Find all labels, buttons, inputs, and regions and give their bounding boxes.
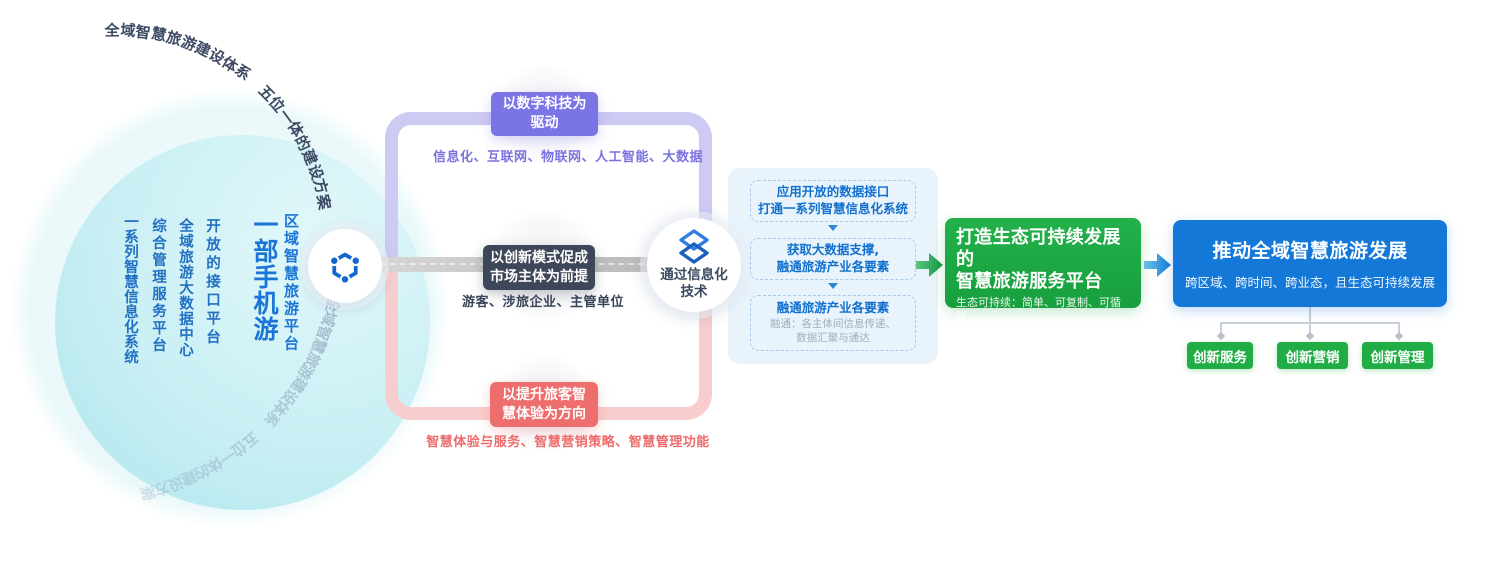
step-line: 融通旅游产业各要素 <box>776 259 890 274</box>
caption-market-entities: 游客、涉旅企业、主管单位 <box>461 295 624 310</box>
tech-label-line: 技术 <box>680 284 708 300</box>
node-line: 以提升旅客智 <box>502 386 586 403</box>
green-title-line: 智慧旅游服务平台 <box>956 270 1103 292</box>
flow-arrow-blue-icon <box>1144 253 1171 277</box>
down-arrow-icon <box>828 225 838 231</box>
blue-box-subtitle: 跨区域、跨时间、跨业态，且生态可持续发展 <box>1184 275 1435 290</box>
node-line: 市场主体为前提 <box>490 268 588 285</box>
connector-line <box>1309 322 1311 335</box>
green-title-line: 打造生态可持续发展的 <box>956 227 1121 270</box>
tech-label-line: 通过信息化 <box>660 267 728 284</box>
node-line: 以数字科技为 <box>502 96 587 113</box>
green-note-line: 可积累发展 <box>956 324 1011 338</box>
vertical-label-regional-platform: 区域智慧旅游平台 <box>282 213 300 353</box>
step-line: 获取大数据支撑, <box>786 242 880 258</box>
inner-gradient-circle <box>55 135 430 510</box>
node-line: 以创新模式促成 <box>490 249 588 266</box>
step-line: 融通旅游产业各要素 <box>776 300 890 316</box>
hub-circle <box>308 229 382 303</box>
step-note: 数据汇聚与通达 <box>796 332 870 345</box>
connector-diamond-icon <box>1305 331 1315 341</box>
green-box-note: 生态可持续：简单、可复制、可循环、 可积累发展 <box>956 296 1130 339</box>
node-visitor-experience: 以提升旅客智 慧体验为方向 <box>490 382 598 427</box>
connector-line <box>1220 322 1222 335</box>
vertical-label-one-phone-tour: 一部手机游 <box>250 212 279 342</box>
node-digital-technology: 以数字科技为 驱动 <box>491 92 598 136</box>
connector-diamond-icon <box>1216 331 1226 341</box>
button-innovative-management[interactable]: 创新管理 <box>1362 342 1433 369</box>
caption-smart-functions: 智慧体验与服务、智慧营销策略、智慧管理功能 <box>426 435 710 450</box>
connector-line <box>1398 322 1400 335</box>
node-innovation-mode: 以创新模式促成 市场主体为前提 <box>483 245 595 290</box>
step-note: 融通：各主体间信息传递、 <box>770 318 896 331</box>
process-step-big-data-support: 获取大数据支撑, 融通旅游产业各要素 <box>750 238 916 280</box>
down-arrow-icon <box>828 283 838 289</box>
process-step-integrate-industry: 融通旅游产业各要素 融通：各主体间信息传递、 数据汇聚与通达 <box>750 295 916 351</box>
step-line: 打通一系列智慧信息化系统 <box>757 201 908 216</box>
hexagon-network-icon <box>328 252 362 285</box>
node-line: 慧体验为方向 <box>502 405 586 422</box>
vertical-label-management-service: 综合管理服务平台 <box>150 218 166 354</box>
process-step-open-data-interface: 应用开放的数据接口 打通一系列智慧信息化系统 <box>750 180 916 222</box>
tech-circle: 通过信息化 技术 <box>647 218 741 312</box>
green-box-title: 打造生态可持续发展的 智慧旅游服务平台 <box>956 227 1130 293</box>
vertical-label-open-interface: 开放的接口平台 <box>204 218 220 348</box>
blue-box-title: 推动全域智慧旅游发展 <box>1212 240 1408 262</box>
process-panel: 应用开放的数据接口 打通一系列智慧信息化系统 获取大数据支撑, 融通旅游产业各要… <box>728 168 938 364</box>
button-innovative-service[interactable]: 创新服务 <box>1187 342 1253 369</box>
green-note-line: 生态可持续：简单、可复制、可循环、 <box>956 295 1121 324</box>
node-line: 驱动 <box>530 115 559 131</box>
flow-arrow-green-icon <box>916 253 943 277</box>
step-line: 应用开放的数据接口 <box>776 184 890 200</box>
button-innovative-marketing[interactable]: 创新营销 <box>1277 342 1348 369</box>
tech-circle-label: 通过信息化 技术 <box>660 267 728 301</box>
diamond-logo-icon <box>679 229 709 264</box>
blue-outcome-box: 推动全域智慧旅游发展 跨区域、跨时间、跨业态，且生态可持续发展 <box>1173 220 1447 307</box>
connector-diamond-icon <box>1394 331 1404 341</box>
caption-digital-technology: 信息化、互联网、物联网、人工智能、大数据 <box>432 150 703 165</box>
green-outcome-box: 打造生态可持续发展的 智慧旅游服务平台 生态可持续：简单、可复制、可循环、 可积… <box>945 218 1141 337</box>
connector-line <box>1309 307 1311 322</box>
vertical-label-big-data-center: 全域旅游大数据中心 <box>177 218 193 358</box>
vertical-label-info-systems: 一系列智慧信息化系统 <box>122 214 138 364</box>
